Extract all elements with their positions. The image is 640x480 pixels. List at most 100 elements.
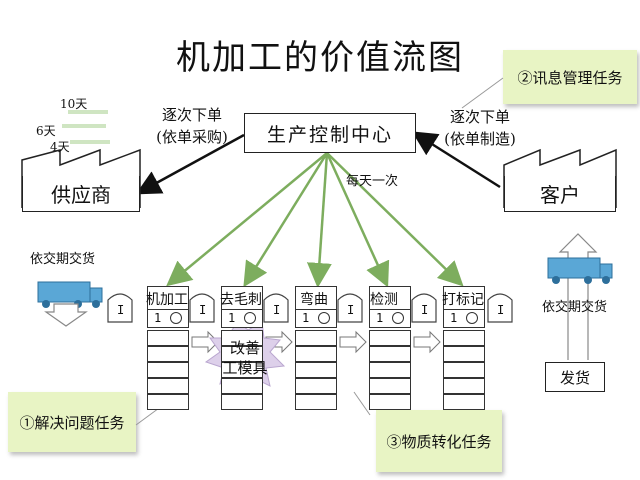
process-data-row (221, 346, 263, 362)
schedule-arrow-2 (243, 152, 329, 288)
process-operator-cell: 1 (443, 310, 485, 328)
customer-label: 客户 (540, 183, 580, 207)
supplier-label: 供应商 (51, 183, 111, 207)
process-box-header (221, 286, 263, 310)
customer-order-line1: 逐次下单 (449, 108, 510, 126)
process-label-inspection: 检测 (370, 292, 398, 308)
process-label-deburring: 去毛刺 (220, 292, 262, 308)
process-data-row (295, 394, 337, 410)
supplier-order-line2: (依单采购) (156, 128, 228, 146)
customer-truck-cab (599, 263, 613, 279)
process-data-row (443, 362, 485, 378)
process-label-bending: 弯曲 (300, 292, 328, 308)
process-box-header (369, 286, 411, 310)
material-transform-note: ③物质转化任务 (376, 410, 502, 472)
info-management-note: ②讯息管理任务 (503, 50, 637, 104)
page-title: 机加工的价值流图 (176, 38, 464, 78)
process-column-machining: 1 (147, 286, 189, 410)
operator-count: 1 (302, 311, 310, 325)
push-arrow-4 (413, 330, 441, 354)
process-data-row (147, 330, 189, 346)
inventory-triangle-1 (107, 293, 133, 323)
process-data-row (443, 394, 485, 410)
kaizen-label: 改善 工模具 (210, 338, 280, 378)
production-control-center: 生产控制中心 (244, 113, 416, 153)
shipping-box: 发货 (545, 362, 605, 392)
lead-time-6: 6天 (36, 124, 56, 138)
process-data-row (147, 346, 189, 362)
process-data-row (221, 378, 263, 394)
operator-count: 1 (154, 311, 162, 325)
operator-icon (466, 312, 478, 324)
push-arrow-3 (339, 330, 367, 354)
lead-time-bar-10 (68, 110, 108, 114)
operator-icon (170, 312, 182, 324)
process-operator-cell: 1 (295, 310, 337, 328)
inventory-triangle-5 (411, 293, 437, 323)
operator-count: 1 (228, 311, 236, 325)
problem-solving-note: ①解决问题任务 (8, 392, 136, 452)
supplier-order-line1: 逐次下单 (161, 106, 222, 124)
process-operator-cell: 1 (147, 310, 189, 328)
operator-count: 1 (376, 311, 384, 325)
process-box-header (295, 286, 337, 310)
info-management-label: ②讯息管理任务 (517, 68, 623, 87)
process-column-inspection: 1 (369, 286, 411, 410)
operator-icon (244, 312, 256, 324)
material-note-pointer (353, 391, 371, 416)
supplier-box: 供应商 (22, 176, 140, 212)
inventory-mark-4: I (347, 303, 355, 317)
process-box-header (147, 286, 189, 310)
schedule-arrow-1 (166, 152, 328, 287)
supplier-delivery-label: 依交期交货 (30, 252, 96, 267)
process-data-row (147, 362, 189, 378)
production-control-center-label: 生产控制中心 (266, 123, 393, 146)
schedule-arrow-3 (306, 152, 332, 288)
supplier-truck-cab (89, 287, 103, 303)
process-data-row (369, 394, 411, 410)
lead-time-bar-6 (62, 124, 106, 128)
lead-time-4: 4天 (50, 140, 70, 154)
inventory-mark-2: I (199, 303, 207, 317)
process-column-bending: 1 (295, 286, 337, 410)
inventory-triangle-6 (487, 293, 513, 323)
inventory-triangle-4 (337, 293, 363, 323)
process-data-row (295, 378, 337, 394)
inventory-mark-5: I (421, 303, 429, 317)
kaizen-line2: 工模具 (222, 359, 268, 377)
process-operator-cell: 1 (221, 310, 263, 328)
process-operator-cell: 1 (369, 310, 411, 328)
process-data-row (295, 346, 337, 362)
push-arrow-1 (191, 330, 219, 354)
customer-order-label: 逐次下单 (依单制造) (428, 106, 532, 150)
supplier-delivery-arrow (44, 303, 88, 327)
order-to-supplier-arrow (135, 133, 245, 195)
operator-icon (318, 312, 330, 324)
lead-time-bar-4 (70, 140, 110, 144)
process-data-row (295, 330, 337, 346)
customer-order-line2: (依单制造) (444, 130, 516, 148)
process-data-row (369, 346, 411, 362)
process-data-row (221, 362, 263, 378)
shipping-label: 发货 (559, 368, 590, 387)
process-data-row (147, 394, 189, 410)
inventory-mark-6: I (497, 303, 505, 317)
process-data-row (221, 394, 263, 410)
operator-icon (392, 312, 404, 324)
inventory-triangle-2 (189, 293, 215, 323)
lead-time-10: 10天 (60, 97, 88, 111)
problem-solving-label: ①解决问题任务 (19, 413, 125, 432)
supplier-order-label: 逐次下单 (依单采购) (140, 104, 244, 148)
process-data-row (295, 362, 337, 378)
kaizen-line1: 改善 (229, 339, 260, 357)
inventory-triangle-3 (263, 293, 289, 323)
process-column-marking: 1 (443, 286, 485, 410)
info-note-pointer (461, 77, 504, 109)
process-data-row (443, 346, 485, 362)
process-data-row (443, 330, 485, 346)
process-data-row (369, 330, 411, 346)
process-label-marking: 打标记 (442, 292, 484, 308)
operator-count: 1 (450, 311, 458, 325)
process-label-machining: 机加工 (146, 292, 188, 308)
